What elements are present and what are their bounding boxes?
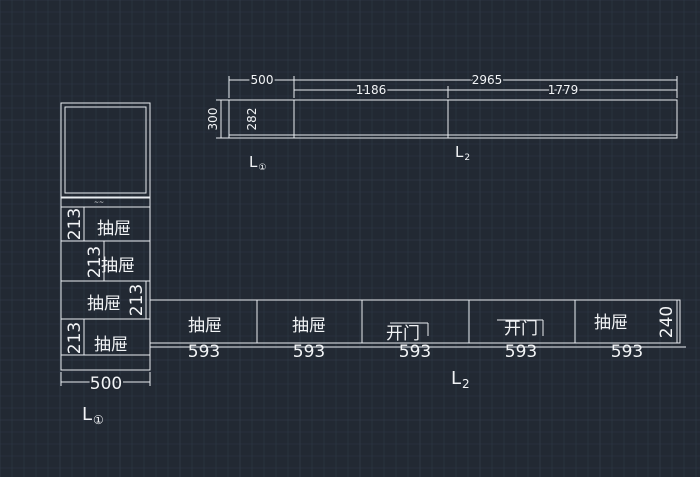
- row-height-dim: 240: [657, 306, 677, 338]
- dim-total-text: 2965: [472, 73, 503, 87]
- left-elevation-l1: ~~ 213 213 213 213 抽屉 抽屉 抽屉 抽屉 500 L①: [60, 102, 151, 427]
- drawer-label-2: 抽屉: [101, 256, 135, 276]
- cell-label-1: 抽屉: [188, 316, 222, 336]
- dim-mid-text: 1186: [356, 83, 387, 97]
- top-label-l2: L2: [455, 143, 470, 163]
- cell-width-1: 593: [188, 342, 220, 362]
- base-cabinet-row-outline: [149, 299, 681, 344]
- dim-right-text: 1779: [548, 83, 579, 97]
- cell-label-3: 开门: [386, 324, 420, 344]
- cell-label-2: 抽屉: [292, 316, 326, 336]
- cell-width-4: 593: [505, 342, 537, 362]
- lower-cabinet-outline: [60, 197, 151, 371]
- left-label-l1: L①: [82, 404, 104, 427]
- cell-width-3: 593: [399, 342, 431, 362]
- bottom-label-l2: L2: [451, 368, 470, 391]
- cell-width-2: 593: [293, 342, 325, 362]
- bottom-elevation-l2: 抽屉 抽屉 开门 开门 抽屉 593 593 593 593 593 240 L…: [149, 299, 686, 391]
- drawer-height-dim-3: 213: [127, 284, 147, 316]
- drawer-height-dim-1: 213: [65, 208, 85, 240]
- dim-height-outer-text: 300: [206, 108, 220, 131]
- drawer-height-dim-4: 213: [65, 322, 85, 354]
- cell-label-4: 开门: [504, 319, 538, 339]
- cell-label-5: 抽屉: [594, 313, 628, 333]
- cell-width-5: 593: [611, 342, 643, 362]
- top-plan-outline: [228, 99, 678, 139]
- top-plan-view: 500 2965 1186 1779 300 282 L① L2: [204, 71, 678, 173]
- upper-cabinet-inner: [64, 106, 147, 194]
- drawer-height-dim-2: 213: [85, 246, 105, 278]
- width-dim-500: 500: [90, 374, 122, 394]
- drawer-label-4: 抽屉: [94, 335, 128, 355]
- dim-left-text: 500: [251, 73, 274, 87]
- upper-cabinet-outer: [60, 102, 151, 198]
- drawer-label-3: 抽屉: [87, 294, 121, 314]
- drawer-label-1: 抽屉: [97, 219, 131, 239]
- tiny-mark: ~~: [94, 199, 104, 206]
- top-label-l1: L①: [249, 153, 266, 173]
- dim-height-inner-text: 282: [245, 108, 259, 131]
